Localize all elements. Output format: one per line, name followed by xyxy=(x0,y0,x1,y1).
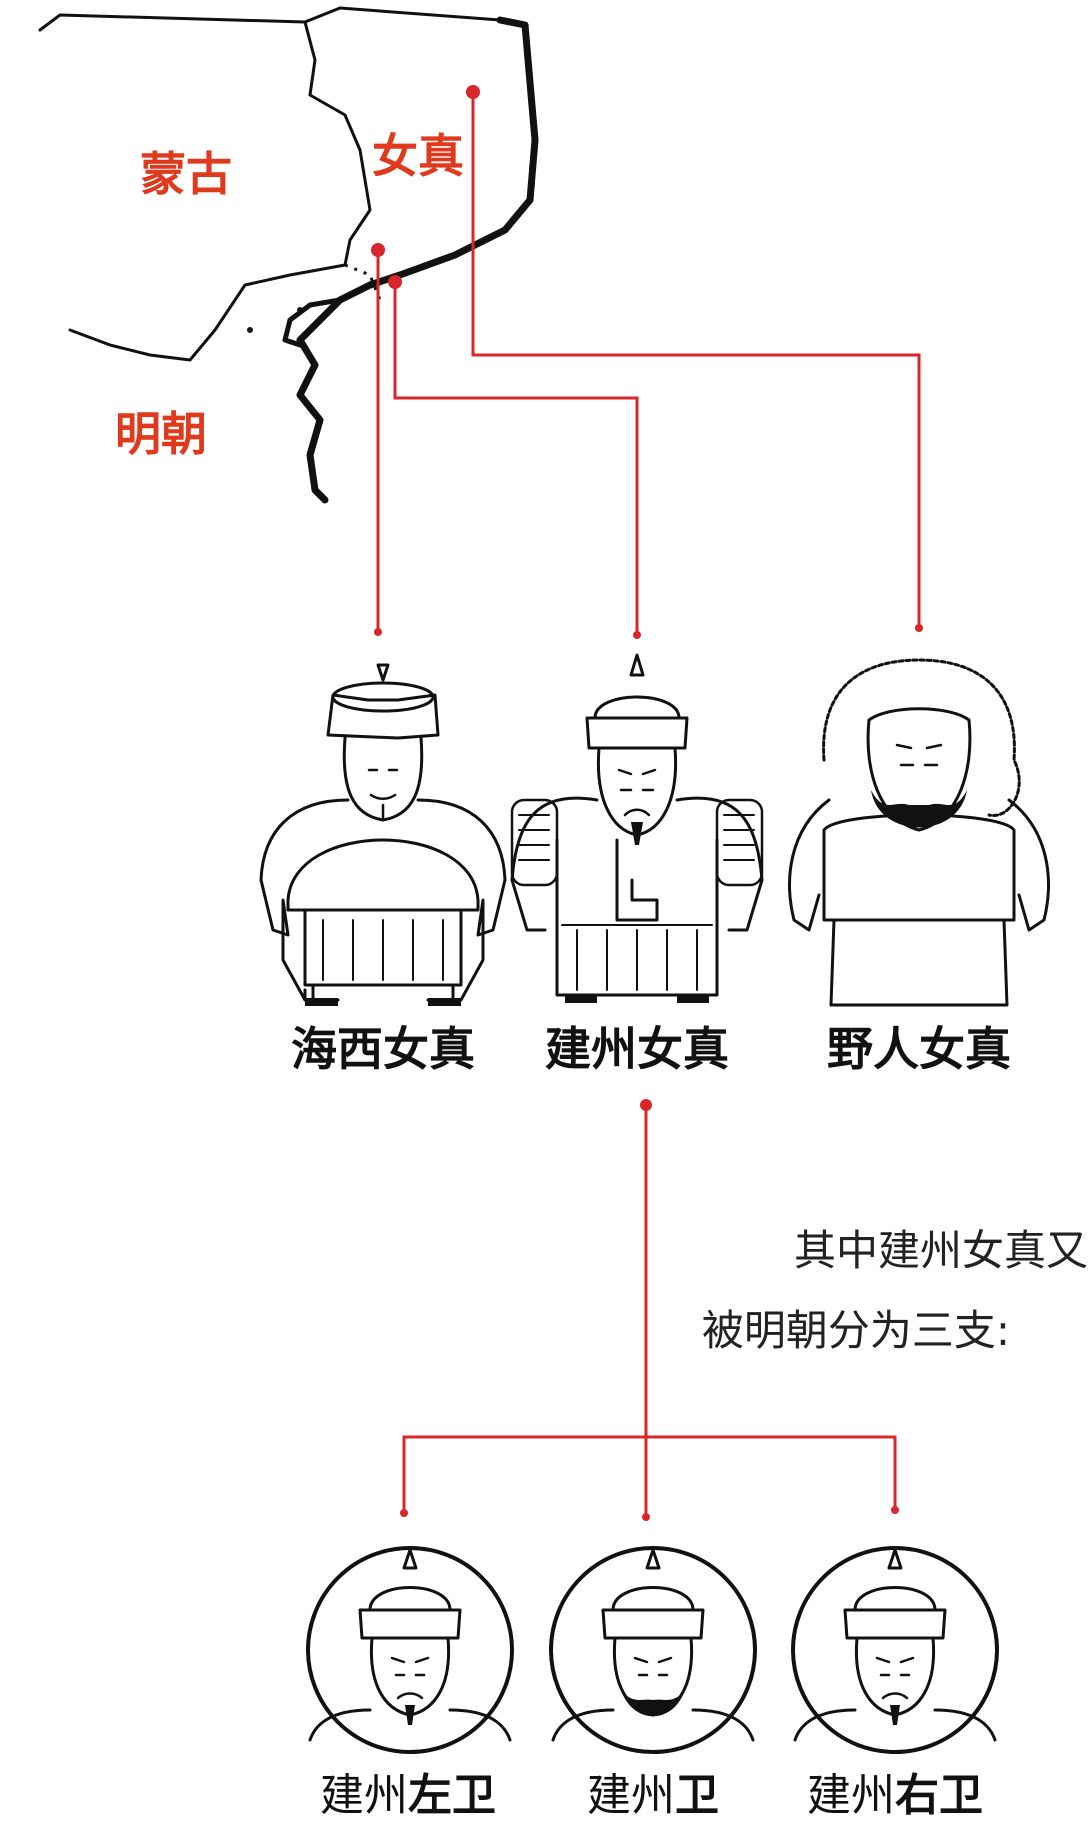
connector-dot xyxy=(388,275,402,289)
connector-dot xyxy=(400,1509,408,1517)
map-label-jurchen: 女真 xyxy=(372,129,464,183)
label-suffix: 左卫 xyxy=(408,1770,496,1821)
map-mongolia-border xyxy=(38,13,372,362)
subdivision-label-youwei: 建州右卫 xyxy=(807,1770,983,1821)
group-labels: 海西女真 建州女真 野人女真 xyxy=(291,1022,1011,1076)
warrior-portrait-icon xyxy=(549,1546,757,1754)
subdivision-labels: 建州左卫 建州卫 建州右卫 xyxy=(320,1770,983,1821)
note-line-2: 被明朝分为三支: xyxy=(702,1306,1010,1355)
label-prefix: 建州 xyxy=(807,1770,895,1821)
group-label-yeren: 野人女真 xyxy=(827,1022,1011,1076)
map: 蒙古 女真 明朝 xyxy=(38,6,539,504)
group-label-haixi: 海西女真 xyxy=(291,1022,475,1076)
subdivision-label-wei: 建州卫 xyxy=(587,1770,719,1821)
armored-warrior-figure-icon xyxy=(510,653,764,1003)
label-suffix: 卫 xyxy=(675,1770,719,1821)
map-dot xyxy=(247,327,253,333)
bottom-connectors xyxy=(400,1099,899,1521)
connector-branch xyxy=(402,1435,897,1513)
top-connectors xyxy=(371,85,923,639)
group-label-jianzhou: 建州女真 xyxy=(545,1022,729,1076)
connector-dot xyxy=(640,1099,652,1111)
connector-dot xyxy=(642,1513,650,1521)
note: 其中建州女真又 被明朝分为三支: xyxy=(702,1226,1088,1355)
label-suffix: 右卫 xyxy=(895,1770,983,1821)
subdivision-label-zuowei: 建州左卫 xyxy=(320,1770,496,1821)
warrior-portrait-icon xyxy=(791,1546,999,1754)
connector-jianzhou xyxy=(393,282,639,635)
connector-dot xyxy=(371,243,385,257)
label-prefix: 建州 xyxy=(320,1770,408,1821)
warrior-portrait-icon xyxy=(306,1546,514,1754)
label-prefix: 建州 xyxy=(587,1770,675,1821)
connector-dot xyxy=(891,1506,899,1514)
connector-dot xyxy=(466,85,480,99)
map-coast-inlet xyxy=(282,297,343,348)
map-jurchen-border xyxy=(303,6,502,24)
map-label-ming: 明朝 xyxy=(115,407,207,461)
fur-clad-bearded-figure-icon xyxy=(788,658,1050,1007)
manchu-official-figure-icon xyxy=(259,663,507,1006)
map-label-mongolia: 蒙古 xyxy=(140,147,232,201)
note-line-1: 其中建州女真又 xyxy=(794,1226,1088,1275)
connector-dot xyxy=(633,631,641,639)
connector-dot xyxy=(915,624,923,632)
map-coastline xyxy=(296,16,539,504)
connector-yeren xyxy=(471,92,921,628)
connector-dot xyxy=(374,628,382,636)
map-dot xyxy=(297,307,303,313)
